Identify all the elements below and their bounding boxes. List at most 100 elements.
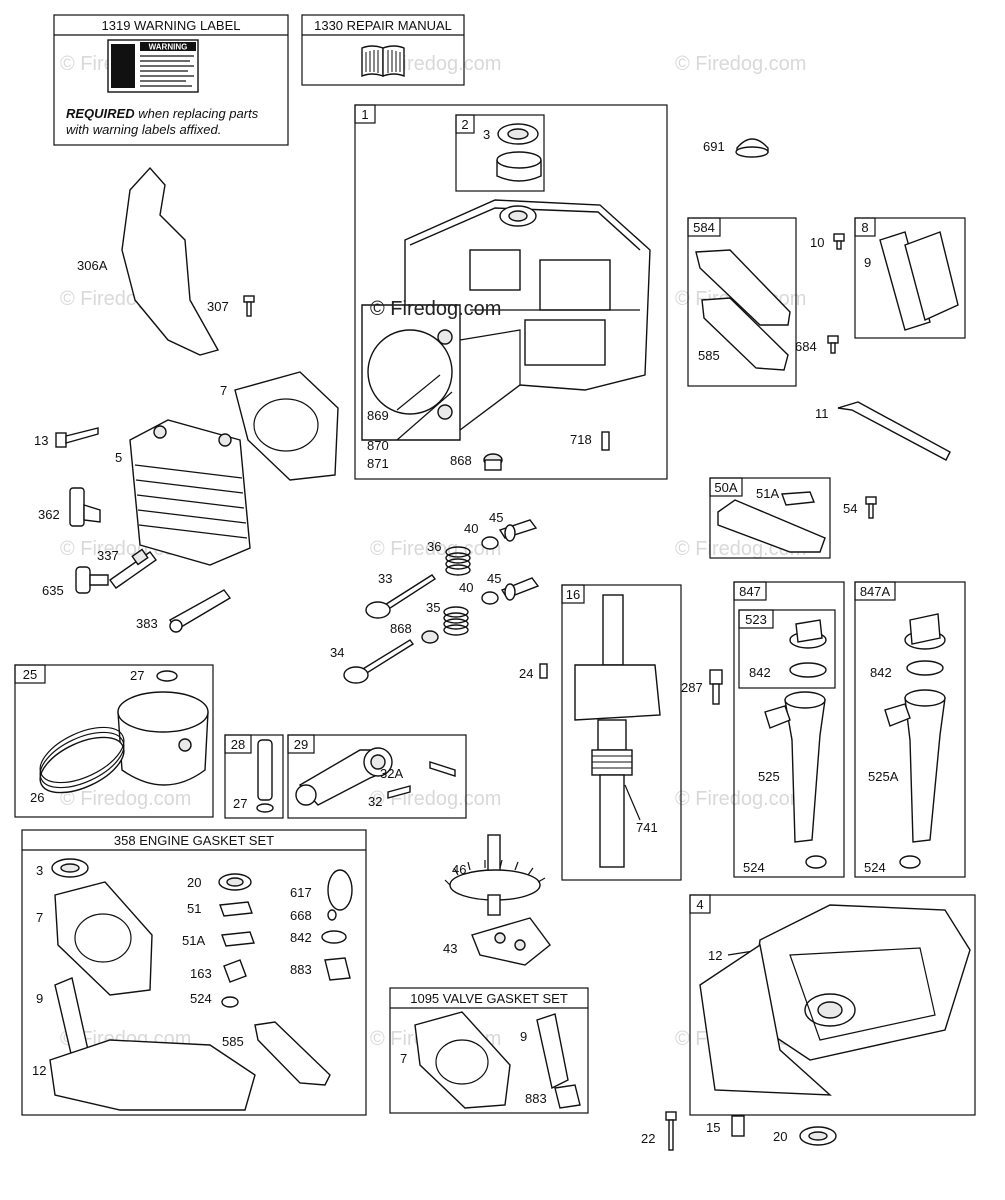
piston-box: 25 27 26 xyxy=(14,664,214,818)
part-number: 684 xyxy=(795,339,817,354)
part-number: 842 xyxy=(290,930,312,945)
part-number: 26 xyxy=(30,790,44,805)
screw-icon xyxy=(833,233,845,250)
valve-spring-icon xyxy=(443,606,469,636)
part-number: 12 xyxy=(32,1063,46,1078)
part-number: 383 xyxy=(136,616,158,631)
part-number: 34 xyxy=(330,645,344,660)
watermark: © Firedog.com xyxy=(370,298,501,320)
part-number: 635 xyxy=(42,583,64,598)
governor-gear-icon xyxy=(471,917,551,966)
governor-box: 50A 51A xyxy=(709,477,831,559)
part-number: 524 xyxy=(743,860,765,875)
repair-manual-title: 1330 REPAIR MANUAL xyxy=(314,18,452,33)
box-number: 523 xyxy=(745,612,767,627)
governor-gasket-icon xyxy=(219,901,253,917)
part-number: 51A xyxy=(756,486,779,501)
tappet-icon xyxy=(498,519,538,542)
warning-sticker-heading: WARNING xyxy=(149,43,188,52)
crankshaft-box: 16 741 xyxy=(561,584,682,881)
part-number: 617 xyxy=(290,885,312,900)
warning-label-box: 1319 WARNING LABEL WARNING REQUIRED when… xyxy=(53,14,289,146)
box-number: 4 xyxy=(696,897,703,912)
part-number: 40 xyxy=(464,521,478,536)
part-number: 20 xyxy=(773,1129,787,1144)
intake-gasket-icon xyxy=(324,957,351,981)
oil-fill-tube-icon xyxy=(884,689,946,843)
part-number: 741 xyxy=(636,820,658,835)
part-number: 33 xyxy=(378,571,392,586)
shroud-icon xyxy=(121,166,220,356)
part-number: 27 xyxy=(233,796,247,811)
cylinder-head-icon xyxy=(129,419,251,566)
engine-gasket-set-box: 358 ENGINE GASKET SET 3 7 9 12 20 51 51A… xyxy=(21,829,367,1116)
watermark: © Firedog.com xyxy=(60,788,191,810)
valve-seal-icon xyxy=(421,630,439,644)
part-number: 868 xyxy=(390,621,412,636)
o-ring-icon xyxy=(899,855,921,869)
o-ring-icon xyxy=(327,869,353,911)
part-number: 45 xyxy=(487,571,501,586)
part-number: 24 xyxy=(519,666,533,681)
cylinder-block-icon xyxy=(361,199,651,441)
part-number: 842 xyxy=(870,665,892,680)
screw-icon xyxy=(827,335,839,354)
part-number: 718 xyxy=(570,432,592,447)
breather-gasket-icon xyxy=(701,297,789,371)
box-number: 16 xyxy=(566,587,580,602)
breather-tube-icon xyxy=(69,487,101,527)
part-number: 3 xyxy=(36,863,43,878)
head-gasket-icon xyxy=(234,371,339,481)
part-number: 51 xyxy=(187,901,201,916)
dipstick-tube-icon xyxy=(837,401,951,461)
part-number: 11 xyxy=(815,406,829,421)
tappet-icon xyxy=(500,577,540,601)
oil-fill-cap-icon xyxy=(904,613,946,650)
valve-retainer-icon xyxy=(481,591,499,605)
part-number: 870 xyxy=(367,438,389,453)
required-word: REQUIRED xyxy=(66,106,135,121)
crankshaft-icon xyxy=(574,594,661,868)
part-number: 10 xyxy=(810,235,824,250)
part-number: 54 xyxy=(843,501,857,516)
seal-icon xyxy=(218,873,252,891)
o-ring-icon xyxy=(789,662,827,678)
watermark: © Firedog.com xyxy=(675,788,806,810)
o-ring-icon xyxy=(321,930,347,944)
part-number: 362 xyxy=(38,507,60,522)
part-number: 9 xyxy=(36,991,43,1006)
box-number: 50A xyxy=(714,480,737,495)
spark-plug-boot-icon xyxy=(75,566,109,594)
part-number: 22 xyxy=(641,1131,655,1146)
part-number: 524 xyxy=(190,991,212,1006)
o-ring-icon xyxy=(906,660,944,676)
valve-gasket-set-box: 1095 VALVE GASKET SET 7 9 883 xyxy=(389,987,589,1114)
seal-icon xyxy=(51,858,89,878)
part-number: 668 xyxy=(290,908,312,923)
oil-fitting-icon xyxy=(709,669,723,705)
breather-gasket-icon xyxy=(254,1021,331,1086)
valve-gasket-set-title: 1095 VALVE GASKET SET xyxy=(410,991,568,1006)
o-ring-icon xyxy=(221,996,239,1008)
part-number: 287 xyxy=(681,680,703,695)
part-number: 20 xyxy=(187,875,201,890)
required-note-line2: with warning labels affixed. xyxy=(66,122,221,137)
oil-fill-cap-icon xyxy=(789,619,827,649)
piston-rings-icon xyxy=(39,726,125,794)
cover-gasket-icon xyxy=(536,1013,569,1090)
seal-icon xyxy=(799,1126,837,1146)
box-number: 2 xyxy=(461,117,468,132)
carb-gasket-icon xyxy=(223,959,247,983)
box-number: 847 xyxy=(739,584,761,599)
part-number: 525A xyxy=(868,769,899,784)
part-number: 35 xyxy=(426,600,440,615)
box-number: 847A xyxy=(860,584,891,599)
part-number: 306A xyxy=(77,258,108,273)
part-number: 32A xyxy=(380,766,403,781)
breather-cover-icon xyxy=(904,231,959,321)
cover-gasket-icon xyxy=(879,231,931,331)
part-number: 883 xyxy=(525,1091,547,1106)
governor-gasket-icon xyxy=(781,491,815,506)
intake-gasket-icon xyxy=(554,1084,581,1109)
part-number: 9 xyxy=(520,1029,527,1044)
